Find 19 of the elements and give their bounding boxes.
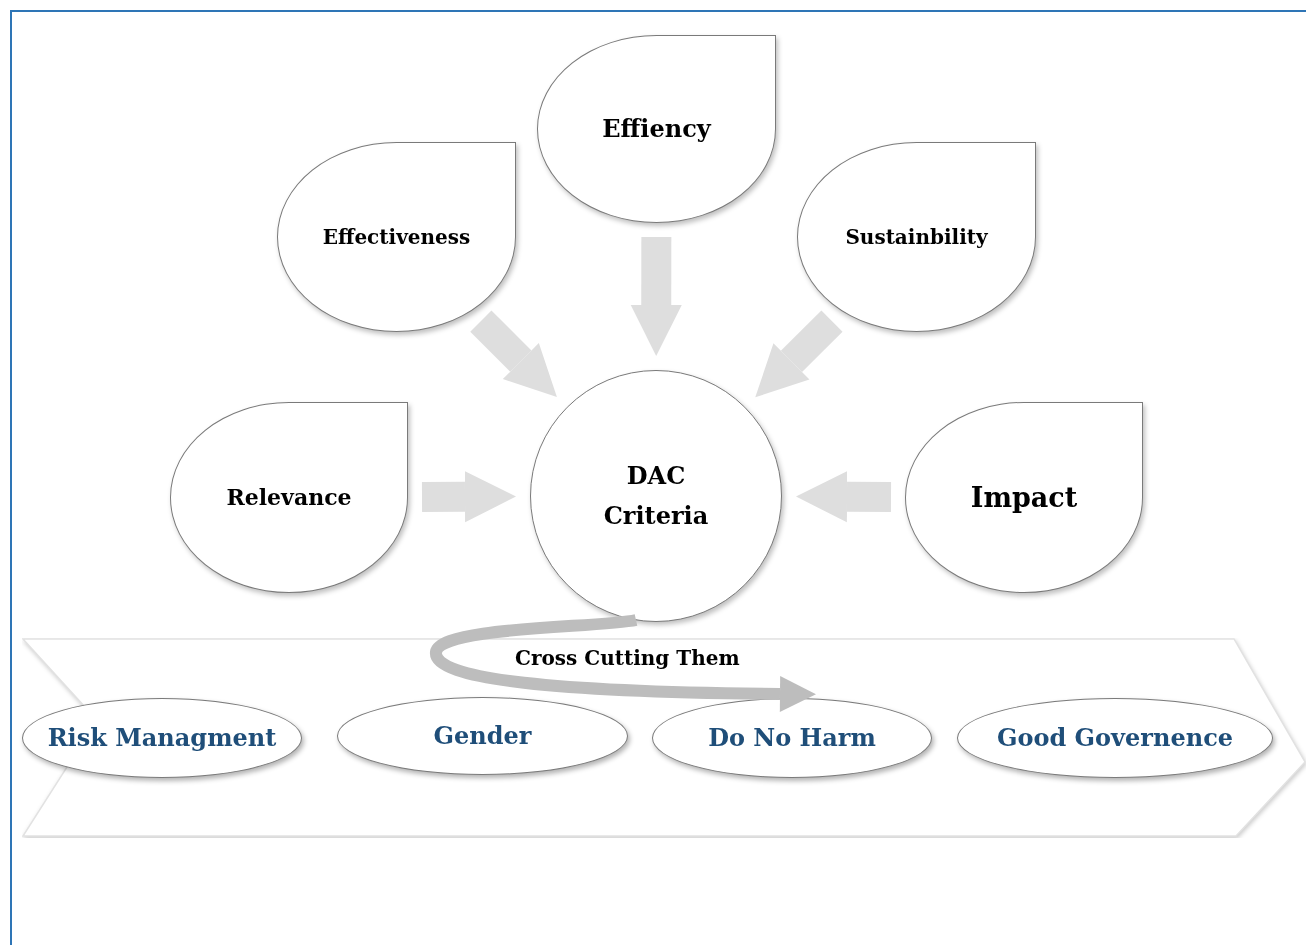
node-label: Effiency	[602, 112, 711, 145]
block-arrow	[470, 310, 557, 398]
curved-arrow	[430, 614, 816, 712]
node-label: Effectiveness	[322, 224, 471, 251]
node-label: Do No Harm	[708, 721, 876, 754]
teardrop-node	[797, 142, 1036, 332]
chevron-band	[22, 638, 1306, 838]
block-arrow	[421, 471, 516, 523]
block-arrow	[630, 237, 682, 356]
band-label: Cross Cutting Them	[515, 646, 740, 670]
teardrop-node	[277, 142, 516, 332]
node-label: Gender	[433, 719, 532, 752]
node-label: Relevance	[226, 482, 352, 512]
node-label: Sustainbility	[845, 224, 988, 251]
node-label: Good Governence	[996, 721, 1234, 754]
node-label: Risk Managment	[47, 721, 277, 754]
node-label: DAC Criteria	[602, 460, 710, 532]
node-label: Impact	[970, 480, 1078, 515]
block-arrow	[796, 471, 892, 523]
